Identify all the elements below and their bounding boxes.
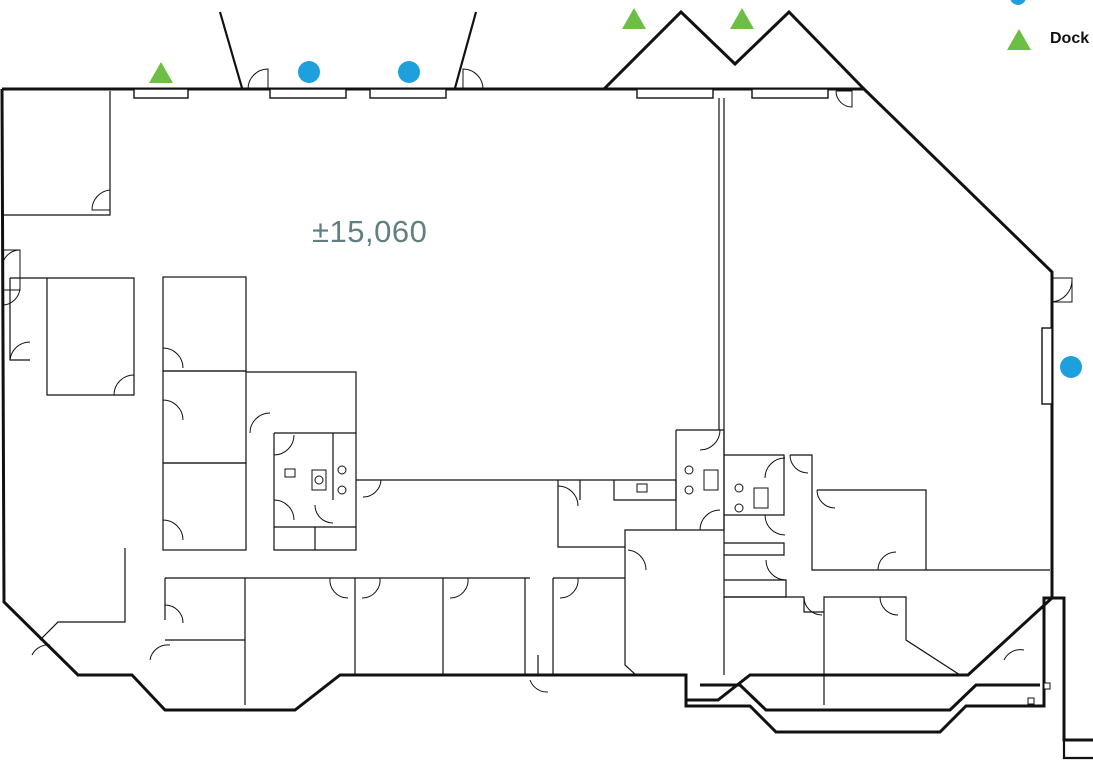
- door-swing-bottom-1: [164, 604, 184, 624]
- area-label: ±15,060: [312, 214, 428, 249]
- sink-fixture-1: [284, 468, 296, 478]
- toilet-bowl-1: [314, 475, 324, 485]
- annex-wall: [684, 596, 1093, 742]
- door-swing-rest-5: [699, 429, 721, 451]
- door-swing-lower-left: [31, 644, 51, 656]
- door-swing-rest-4: [314, 504, 334, 524]
- door-swing-right-1: [789, 454, 809, 474]
- sawtooth-roof: [602, 9, 866, 91]
- corridor-top: [356, 479, 581, 500]
- dock-marker-icon: [622, 8, 646, 29]
- door-swing-corridor-2: [557, 485, 579, 507]
- annex-inner: [700, 683, 1040, 712]
- door-right-frame: [1052, 277, 1073, 303]
- legend-dock-marker-icon: [1007, 29, 1031, 50]
- door-swing-right: [1051, 279, 1073, 303]
- office-top-left: [2, 91, 111, 216]
- dock-marker-icon: [730, 8, 754, 29]
- door-swing-rest-7: [764, 457, 786, 479]
- door-swing-angle: [627, 549, 647, 571]
- door-swing-right-5: [803, 596, 823, 616]
- door-swing-bottom-3: [361, 577, 381, 599]
- door-swing-bottom-5: [559, 577, 579, 599]
- window-2: [269, 88, 347, 99]
- door-swing-bottom-6: [529, 679, 549, 693]
- door-swing-right-6: [879, 596, 899, 616]
- window-1: [133, 88, 189, 99]
- room-angle-top: [624, 529, 676, 547]
- door-swing-rest-8: [764, 514, 786, 536]
- room-center-top: [246, 371, 357, 433]
- door-swing-corridor-left: [9, 341, 31, 361]
- storage-shelf-2: [724, 579, 787, 598]
- door-swing-rest-3: [273, 499, 295, 521]
- room-left-1: [10, 277, 135, 396]
- door-swing-right-2: [816, 489, 836, 509]
- door-swing-right-4: [765, 559, 787, 581]
- annex-post-1: [1043, 682, 1051, 690]
- toilet-fixture-3: [753, 487, 769, 509]
- restroom-center: [675, 429, 725, 531]
- restroom-right: [724, 454, 785, 516]
- window-3: [369, 88, 447, 99]
- door-marker-icon: [1060, 356, 1082, 378]
- door-swing-left: [1, 249, 21, 269]
- door-swing-bottom-2: [329, 577, 349, 599]
- door-swing-stack-1: [162, 347, 184, 369]
- corridor-room-right: [557, 480, 625, 548]
- window-5: [751, 88, 829, 99]
- sink-fixture-4: [684, 465, 694, 475]
- room-right-office: [817, 489, 927, 570]
- door-marker-icon: [298, 61, 320, 83]
- door-swing-entry-2: [462, 68, 484, 90]
- door-swing-office-tl: [91, 189, 111, 211]
- door-marker-icon: [398, 61, 420, 83]
- legend-door-marker-icon: [1010, 0, 1026, 5]
- sink-fixture-5: [684, 485, 694, 495]
- sink-fixture-7: [734, 503, 744, 513]
- room-angle-left: [624, 547, 637, 676]
- door-swing-entry-1: [247, 68, 269, 90]
- door-swing-right-7: [1003, 649, 1025, 661]
- dock-marker-icon: [149, 62, 173, 83]
- exterior-wall: [0, 87, 1054, 712]
- door-swing-corridor: [362, 479, 382, 498]
- window-right: [1041, 327, 1053, 405]
- door-swing-lower-left-2: [149, 644, 171, 661]
- storage-shelf: [724, 542, 785, 556]
- door-left-frame: [2, 249, 21, 291]
- sink-fixture-2: [337, 465, 347, 475]
- door-swing-rest-1: [249, 412, 271, 434]
- window-4: [636, 88, 714, 99]
- sink-fixture-3: [337, 485, 347, 495]
- office-stack-2: [162, 370, 247, 464]
- door-swing-entry-3: [835, 90, 853, 108]
- door-swing-right-3: [877, 551, 897, 571]
- door-swing-stack-3: [162, 519, 184, 541]
- door-swing-bottom-4: [449, 577, 469, 599]
- office-stack-3: [162, 462, 247, 551]
- door-swing-stack-2: [162, 399, 184, 421]
- door-swing-room-left: [113, 374, 135, 396]
- lower-left-corridor: [39, 548, 126, 641]
- lower-right-offices: [724, 596, 961, 676]
- annex-post-2: [1027, 697, 1035, 705]
- room-right-corridor: [790, 454, 1050, 571]
- annex-corner: [1062, 740, 1093, 760]
- restroom-left: [273, 432, 357, 551]
- break-counter: [580, 479, 677, 501]
- door-swing-left-2: [1, 287, 21, 306]
- entry-wall-right: [453, 11, 478, 89]
- office-stack-1: [162, 276, 247, 372]
- toilet-fixture-2: [703, 469, 719, 491]
- break-sink: [636, 483, 648, 493]
- door-swing-rest-2: [273, 434, 295, 456]
- sink-fixture-6: [734, 483, 744, 493]
- legend-dock-label: Dock: [1050, 30, 1090, 47]
- entry-wall-left: [218, 11, 244, 89]
- door-swing-rest-6: [699, 509, 721, 531]
